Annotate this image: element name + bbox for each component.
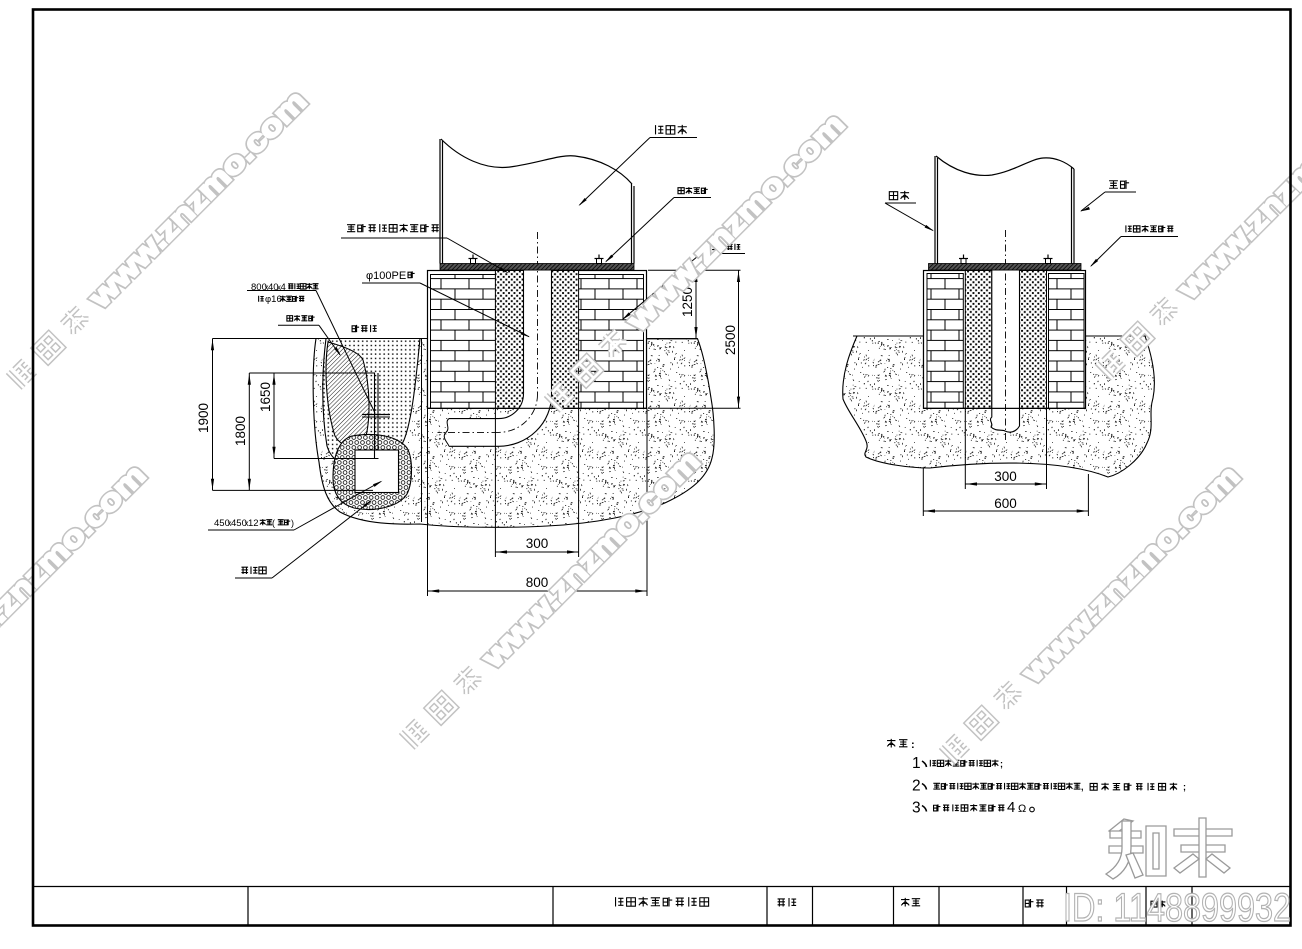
svg-text:(: (: [272, 518, 275, 528]
svg-text:300: 300: [994, 469, 1017, 484]
svg-text::: :: [911, 739, 915, 751]
svg-text:φ100PE: φ100PE: [366, 270, 406, 282]
svg-text:450: 450: [214, 518, 230, 529]
svg-text:4: 4: [281, 282, 286, 293]
svg-text:12: 12: [248, 518, 259, 529]
svg-text:800: 800: [526, 575, 549, 590]
svg-text:450: 450: [231, 518, 247, 529]
svg-text:x: x: [228, 519, 232, 528]
svg-text:): ): [291, 518, 294, 528]
svg-text:600: 600: [994, 496, 1017, 511]
svg-text:4: 4: [1007, 799, 1015, 816]
svg-text:2500: 2500: [723, 325, 738, 355]
svg-text:1: 1: [912, 755, 921, 772]
svg-text:3: 3: [912, 800, 921, 817]
svg-text:ID: 1148899932: ID: 1148899932: [1063, 886, 1291, 930]
svg-text:300: 300: [526, 536, 549, 551]
svg-text:1800: 1800: [233, 416, 248, 446]
svg-text:1250: 1250: [680, 287, 695, 317]
svg-text:x: x: [265, 283, 269, 292]
svg-text:2: 2: [912, 778, 921, 795]
svg-text:x: x: [245, 519, 249, 528]
svg-text:;: ;: [1000, 759, 1003, 769]
svg-text:;: ;: [1183, 782, 1186, 792]
svg-text:,: ,: [1081, 782, 1084, 792]
svg-text:40: 40: [268, 282, 279, 293]
svg-text:x: x: [277, 283, 281, 292]
svg-text:φ16: φ16: [265, 294, 282, 305]
svg-text:1650: 1650: [258, 382, 273, 412]
svg-text:1900: 1900: [196, 403, 211, 433]
svg-text:800: 800: [251, 282, 267, 293]
svg-text:Ω: Ω: [1018, 803, 1026, 815]
